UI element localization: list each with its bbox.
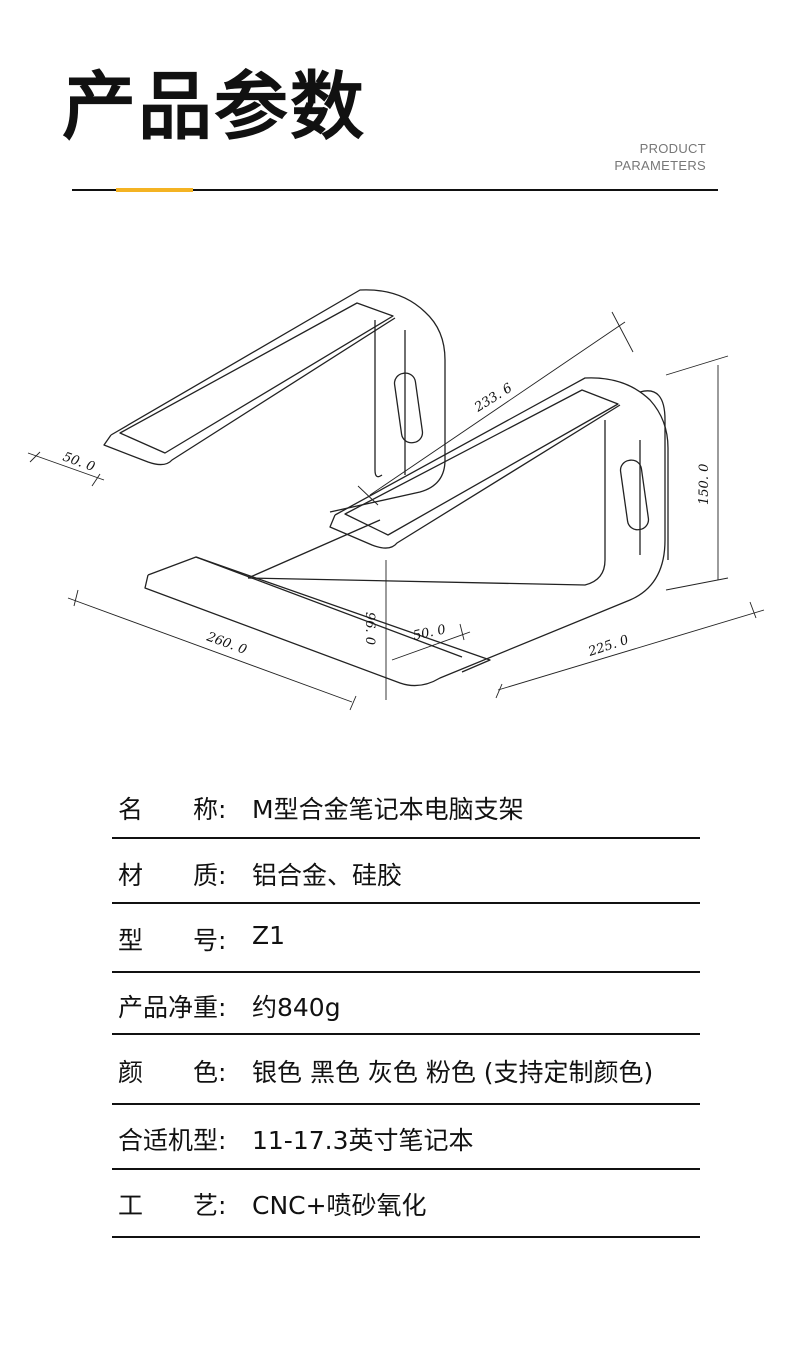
spec-label: 工 艺: bbox=[118, 1191, 227, 1220]
spec-row-material: 材 质: 铝合金、硅胶 bbox=[112, 839, 700, 904]
subtitle-line-2: PARAMETERS bbox=[614, 158, 706, 173]
header-divider bbox=[72, 189, 718, 191]
dim-label-plate-height: 96. 0 bbox=[362, 612, 377, 645]
spec-row-name: 名 称: M型合金笔记本电脑支架 bbox=[112, 772, 700, 839]
spec-row-color: 颜 色: 银色 黑色 灰色 粉色 (支持定制颜色) bbox=[112, 1035, 700, 1105]
spec-row-compatible: 合适机型: 11-17.3英寸笔记本 bbox=[112, 1105, 700, 1170]
spec-value: M型合金笔记本电脑支架 bbox=[252, 795, 524, 824]
spec-label: 型 号: bbox=[118, 926, 227, 955]
spec-value: 铝合金、硅胶 bbox=[252, 861, 403, 890]
page-title: 产品参数 bbox=[62, 64, 366, 150]
dim-label-width: 225. 0 bbox=[586, 633, 631, 660]
spec-value: 约840g bbox=[252, 993, 341, 1022]
spec-row-process: 工 艺: CNC+喷砂氧化 bbox=[112, 1170, 700, 1238]
subtitle-line-1: PRODUCT bbox=[639, 141, 706, 156]
spec-label: 合适机型: bbox=[118, 1126, 227, 1155]
dim-label-length: 260. 0 bbox=[204, 629, 249, 658]
spec-label: 材 质: bbox=[118, 861, 227, 890]
spec-label: 名 称: bbox=[118, 795, 227, 824]
spec-row-weight: 产品净重: 约840g bbox=[112, 973, 700, 1035]
dimension-lines bbox=[27, 311, 765, 711]
stand-outline bbox=[103, 289, 669, 687]
spec-table: 名 称: M型合金笔记本电脑支架 材 质: 铝合金、硅胶 型 号: Z1 产品净… bbox=[112, 772, 700, 1238]
spec-value: 11-17.3英寸笔记本 bbox=[252, 1126, 474, 1155]
stand-dimension-drawing: 233. 6 150. 0 50. 0 50. 0 96. 0 260. 0 2… bbox=[27, 289, 765, 711]
spec-value: Z1 bbox=[252, 921, 286, 950]
header-accent-bar bbox=[116, 188, 193, 192]
spec-label: 产品净重: bbox=[118, 993, 227, 1022]
spec-value: CNC+喷砂氧化 bbox=[252, 1191, 427, 1220]
dim-label-front-depth: 50. 0 bbox=[412, 622, 447, 644]
spec-value: 银色 黑色 灰色 粉色 (支持定制颜色) bbox=[252, 1058, 654, 1087]
spec-label: 颜 色: bbox=[118, 1058, 227, 1087]
page-subtitle: PRODUCT PARAMETERS bbox=[614, 140, 706, 174]
spec-row-model: 型 号: Z1 bbox=[112, 904, 700, 973]
dim-label-height: 150. 0 bbox=[697, 464, 712, 505]
dim-label-diagonal: 233. 6 bbox=[471, 381, 515, 416]
product-diagram: 233. 6 150. 0 50. 0 50. 0 96. 0 260. 0 2… bbox=[0, 240, 790, 740]
